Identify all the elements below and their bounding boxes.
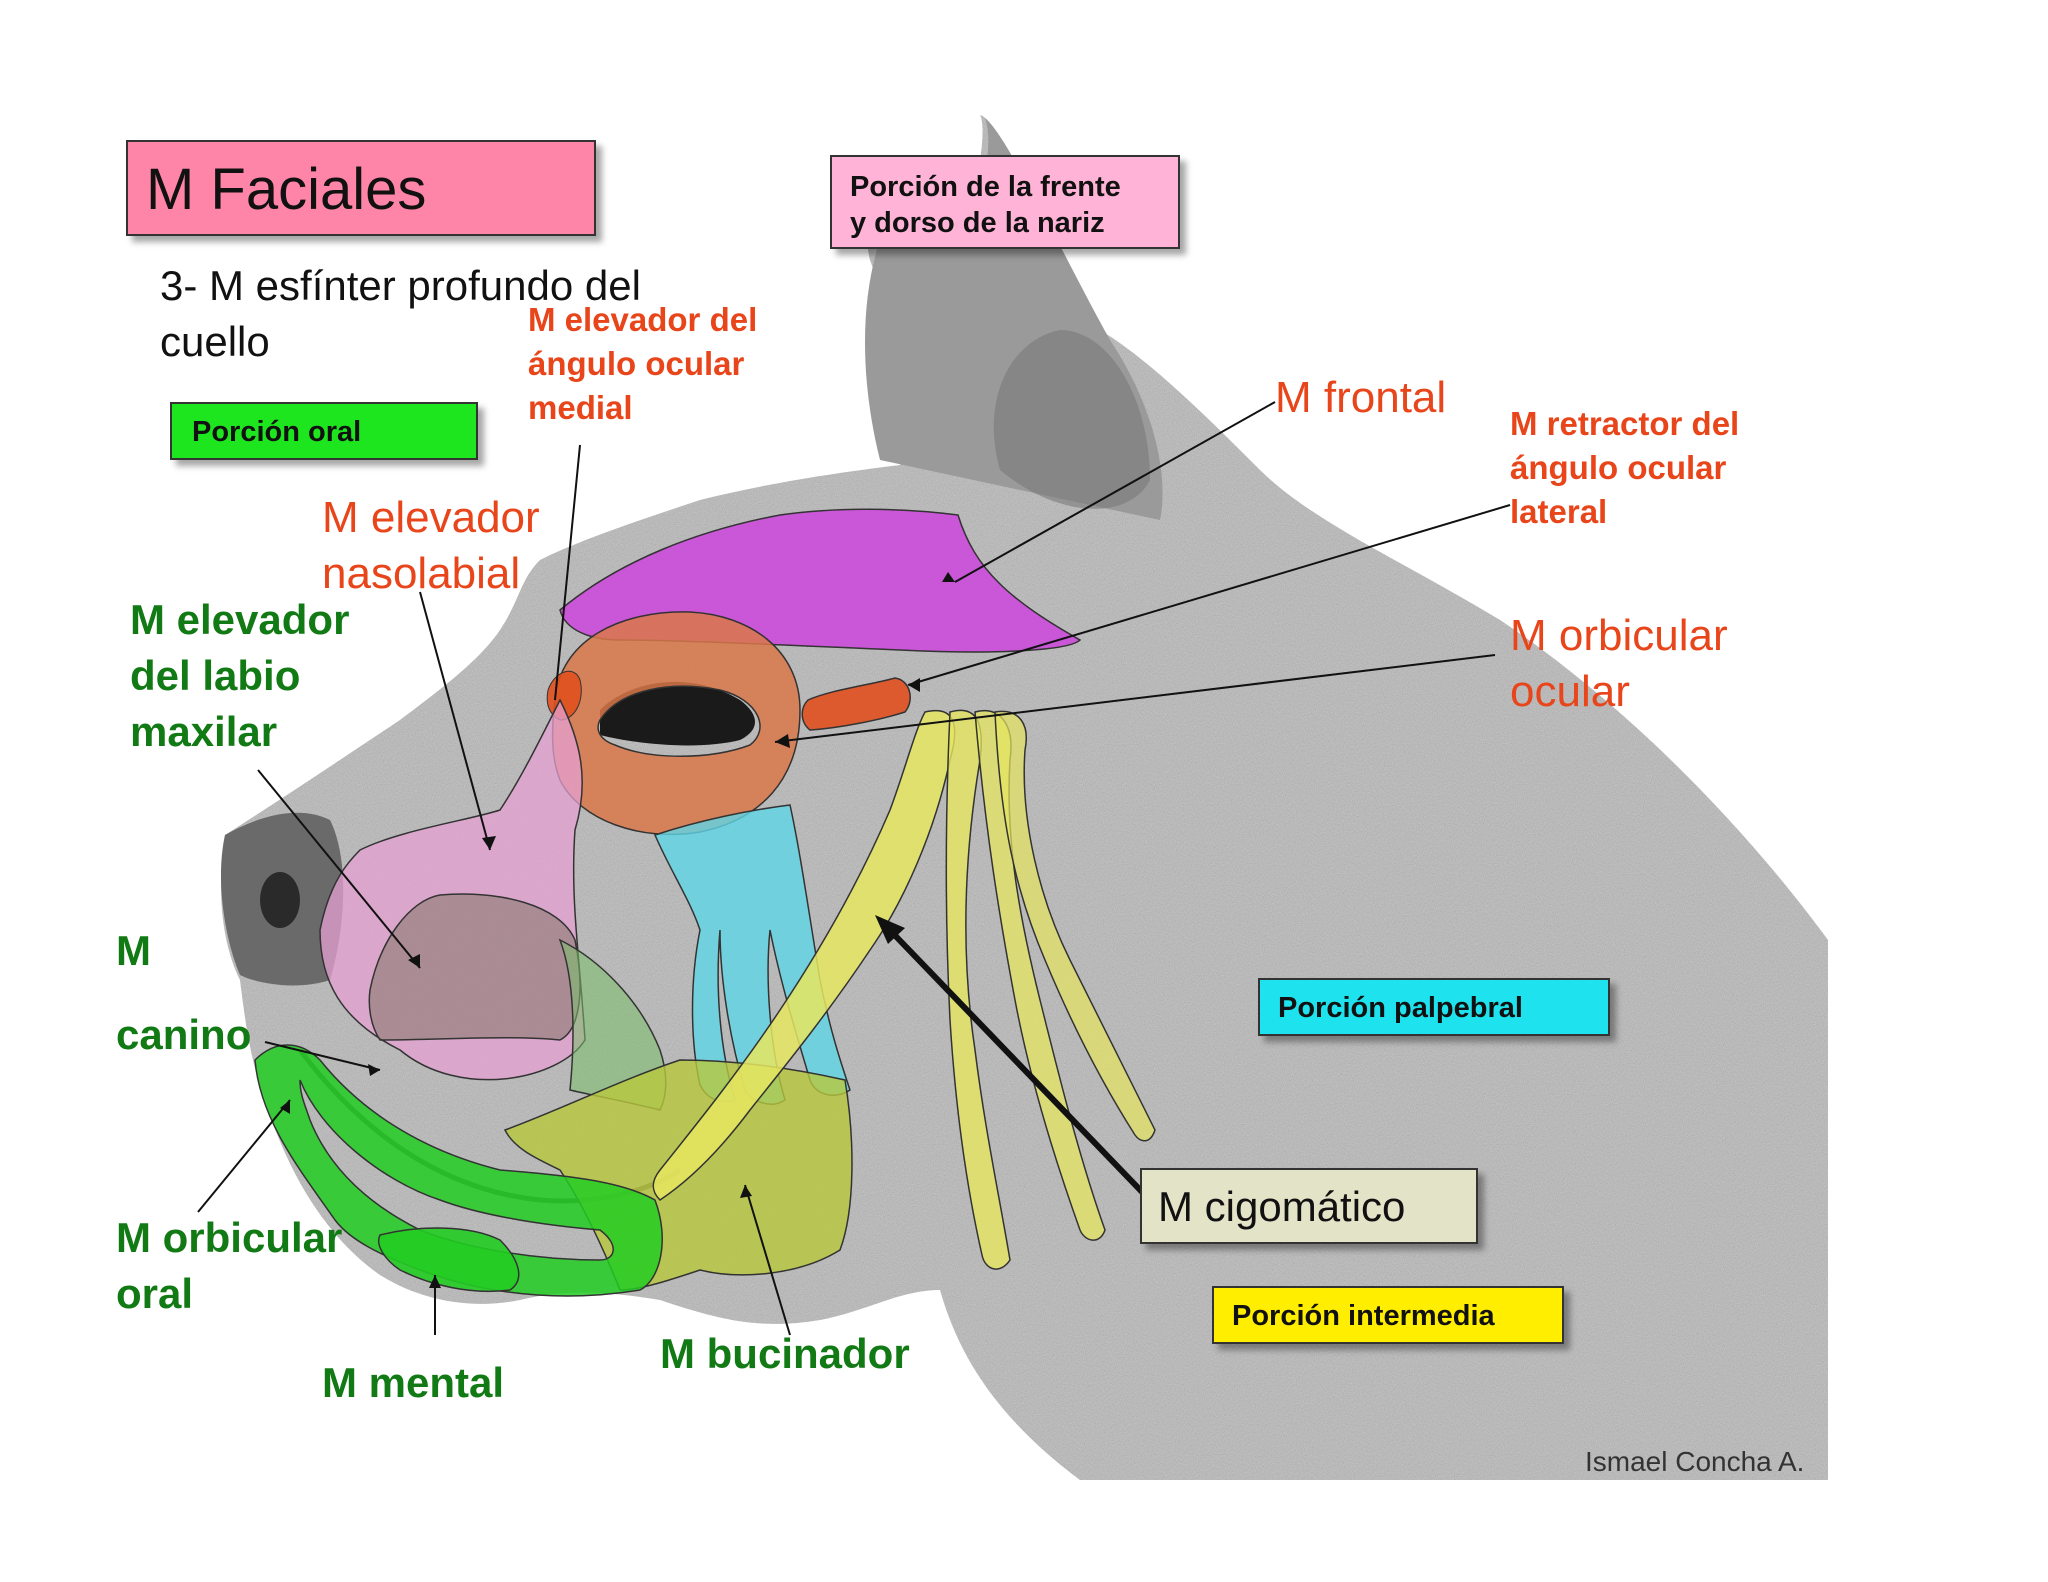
porcion-intermedia-strand-3 [994, 710, 1156, 1142]
label-orbicular-ocular: M orbicular ocular [1510, 611, 1728, 716]
intermediate-portion-label: Porción intermedia [1232, 1300, 1495, 1332]
ear-inner [993, 330, 1150, 509]
palpebral-portion-box: Porción palpebral [1258, 978, 1610, 1036]
m-orbicular-oral-muscle [254, 1044, 663, 1297]
label-retractor-angulo-ocular-lateral: M retractor del ángulo ocular lateral [1510, 405, 1740, 530]
zygomatic-box: M cigomático [1140, 1168, 1478, 1244]
forehead-portion-label: Porción de la frente y dorso de la nariz [850, 171, 1121, 239]
m-cigomatico-muscle [652, 709, 956, 1201]
label-elevador-angulo-ocular-medial: M elevador del ángulo ocular medial [528, 301, 758, 426]
page-title: M Faciales [146, 157, 427, 222]
label-elevador-labio-maxilar: M elevador del labio maxilar [130, 596, 350, 755]
label-elevador-nasolabial: M elevador nasolabial [322, 493, 540, 598]
nostril [260, 872, 300, 928]
zygomatic-pointer-line [882, 922, 1148, 1198]
subtitle: 3- M esfínter profundo del cuello [160, 262, 641, 365]
zygomatic-pointer-arrowhead [875, 915, 905, 944]
porcion-intermedia-strand-1 [945, 709, 1011, 1270]
zygomatic-label: M cigomático [1158, 1183, 1406, 1230]
label-canino: M canino [116, 927, 252, 1058]
oral-portion-box: Porción oral [170, 402, 478, 460]
oral-portion-label: Porción oral [192, 416, 362, 448]
m-retractor-angulo-lateral-muscle [801, 677, 911, 731]
title-box: M Faciales [126, 140, 596, 236]
author-credit: Ismael Concha A. [1585, 1446, 1805, 1477]
label-frontal: M frontal [1275, 373, 1447, 422]
forehead-portion-box: Porción de la frente y dorso de la nariz [830, 155, 1180, 249]
eye [600, 681, 755, 746]
leader-arrowheads [280, 572, 955, 1288]
label-orbicular-oral: M orbicular oral [116, 1214, 343, 1317]
leader-lines [197, 401, 1511, 1336]
palpebral-portion-label: Porción palpebral [1278, 992, 1523, 1024]
intermediate-portion-box: Porción intermedia [1212, 1286, 1564, 1344]
m-mental-muscle [378, 1227, 520, 1293]
label-mental: M mental [322, 1359, 505, 1406]
label-bucinador: M bucinador [660, 1330, 910, 1377]
